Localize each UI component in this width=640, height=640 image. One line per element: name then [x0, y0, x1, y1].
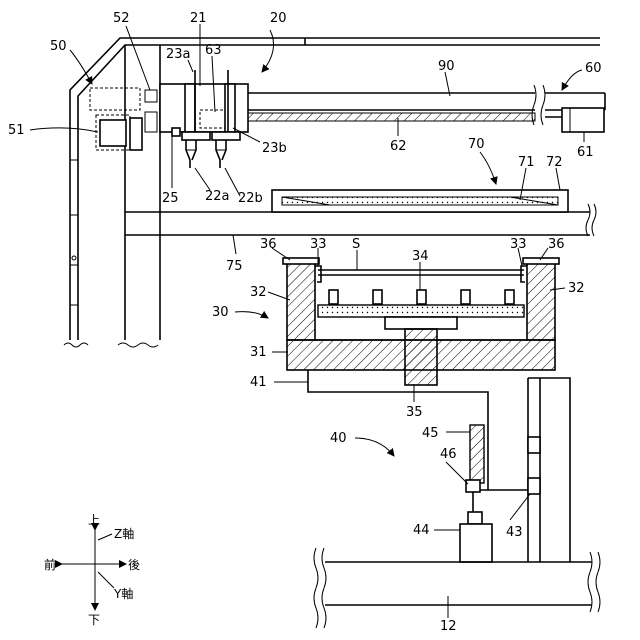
label-32-right: 32 — [568, 281, 585, 296]
label-41: 41 — [250, 375, 267, 390]
label-23b: 23b — [262, 141, 287, 156]
robot-head-20 — [160, 70, 248, 168]
tray-70 — [272, 190, 568, 212]
label-50: 50 — [50, 39, 67, 54]
label-46: 46 — [440, 447, 457, 462]
label-S: S — [352, 237, 360, 252]
label-75: 75 — [226, 259, 243, 274]
transfer-unit-50 — [90, 88, 157, 150]
motor-61 — [562, 108, 604, 132]
label-32-left: 32 — [250, 285, 267, 300]
label-36-right: 36 — [548, 237, 565, 252]
label-31: 31 — [250, 345, 267, 360]
axis-z-label: Z軸 — [114, 527, 134, 541]
label-20: 20 — [270, 11, 287, 26]
label-36-left: 36 — [260, 237, 277, 252]
label-61: 61 — [577, 145, 594, 160]
label-25: 25 — [162, 191, 179, 206]
label-21: 21 — [190, 11, 207, 26]
label-51: 51 — [8, 123, 25, 138]
chamber-30 — [283, 258, 559, 385]
label-33-right: 33 — [510, 237, 527, 252]
label-52: 52 — [113, 11, 130, 26]
label-30: 30 — [212, 305, 229, 320]
label-22a: 22a — [205, 189, 230, 204]
label-71: 71 — [518, 155, 535, 170]
label-22b: 22b — [238, 191, 263, 206]
label-70: 70 — [468, 137, 485, 152]
label-44: 44 — [413, 523, 430, 538]
lift-mechanism-40 — [308, 370, 570, 562]
label-63: 63 — [205, 43, 222, 58]
axis-front: 前 — [44, 557, 56, 572]
axis-y-label: Y軸 — [113, 587, 133, 601]
label-45: 45 — [422, 426, 439, 441]
label-60: 60 — [585, 61, 602, 76]
label-62: 62 — [390, 139, 407, 154]
label-34: 34 — [412, 249, 429, 264]
label-40: 40 — [330, 431, 347, 446]
label-35: 35 — [406, 405, 423, 420]
label-72: 72 — [546, 155, 563, 170]
label-23a: 23a — [166, 47, 191, 62]
axis-up: 上 — [88, 513, 100, 527]
label-90: 90 — [438, 59, 455, 74]
label-12: 12 — [440, 619, 457, 634]
axis-down: 下 — [88, 613, 100, 627]
label-43: 43 — [506, 525, 523, 540]
axis-back: 後 — [128, 558, 140, 572]
support-pins-34 — [329, 290, 514, 304]
base-12 — [314, 548, 600, 628]
label-33-left: 33 — [310, 237, 327, 252]
axis-indicator: 上 下 前 後 Z軸 Y軸 — [44, 513, 140, 627]
